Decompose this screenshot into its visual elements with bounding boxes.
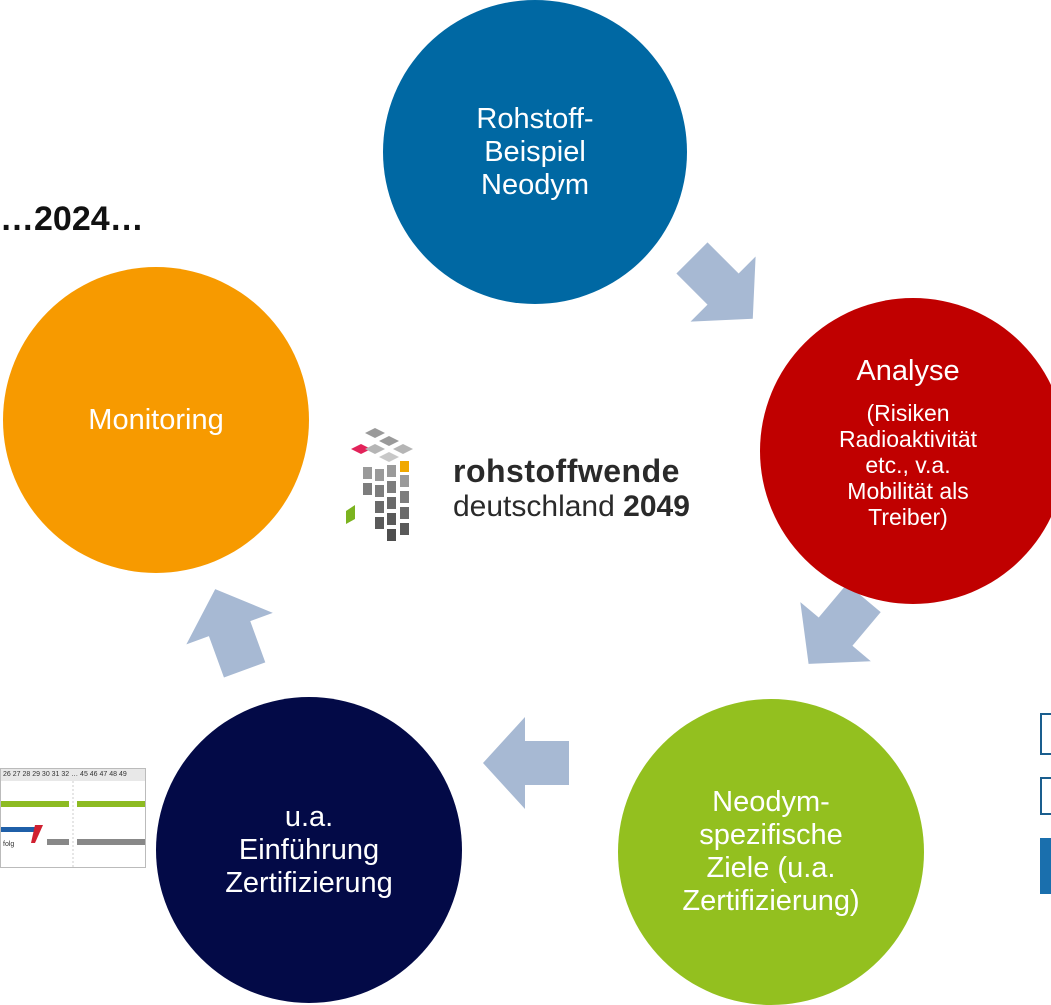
analyse-sub-2: Radioaktivität [838, 425, 978, 452]
logo-line-1: rohstoffwende [453, 453, 680, 489]
ziele-line-2: spezifische [699, 819, 843, 851]
logo-line-2: deutschland 2049 [453, 489, 690, 525]
right-fragment-block [1040, 838, 1051, 894]
einf-line-3: Zertifizierung [225, 866, 393, 899]
year-label: …2024… [0, 200, 144, 238]
einf-line-2: Einführung [238, 833, 380, 866]
neodym-line-3: Neodym [481, 168, 589, 201]
right-fragment-box-2 [1040, 777, 1051, 815]
analyse-sub-5: Treiber) [868, 503, 948, 530]
timeline-header: 26 27 28 29 30 31 32 … 45 46 47 48 49 [1, 769, 145, 781]
rohstoffwende-logo-icon [346, 428, 413, 541]
timeline-label: folg [3, 841, 15, 848]
analyse-title: Analyse [856, 354, 960, 387]
circle-neodym: Rohstoff- Beispiel Neodym [383, 0, 687, 304]
neodym-line-1: Rohstoff- [476, 102, 594, 135]
circle-ziele: Neodym- spezifische Ziele (u.a. Zertifiz… [618, 699, 924, 1005]
ziele-line-4: Zertifizierung) [682, 885, 860, 917]
logo-year: 2049 [623, 490, 690, 523]
analyse-sub-3: etc., v.a. [865, 451, 951, 478]
analyse-sub-1: (Risiken [866, 399, 950, 426]
circle-einfuehrung: u.a. Einführung Zertifizierung [156, 697, 462, 1003]
circle-monitoring: Monitoring [3, 267, 309, 573]
arrow-analyse-to-ziele [800, 583, 881, 664]
analyse-sub-4: Mobilität als [847, 477, 969, 504]
arrow-neodym-to-analyse [676, 242, 756, 322]
ziele-line-3: Ziele (u.a. [706, 852, 836, 884]
circle-analyse: Analyse (Risiken Radioaktivität etc., v.… [760, 298, 1051, 604]
ziele-line-1: Neodym- [712, 786, 830, 818]
right-fragment-box-1 [1040, 713, 1051, 755]
logo-line-2a: deutschland [453, 490, 615, 523]
arrow-einfuehrung-to-monitoring [186, 589, 273, 678]
timeline-bars [1, 781, 145, 867]
arrow-ziele-to-einfuehrung [483, 717, 569, 809]
neodym-line-2: Beispiel [484, 135, 586, 168]
logo-text: rohstoffwende deutschland 2049 [453, 453, 690, 525]
einf-line-1: u.a. [284, 800, 334, 833]
timeline-thumbnail: 26 27 28 29 30 31 32 … 45 46 47 48 49 fo… [0, 768, 146, 868]
monitoring-label: Monitoring [88, 403, 224, 436]
